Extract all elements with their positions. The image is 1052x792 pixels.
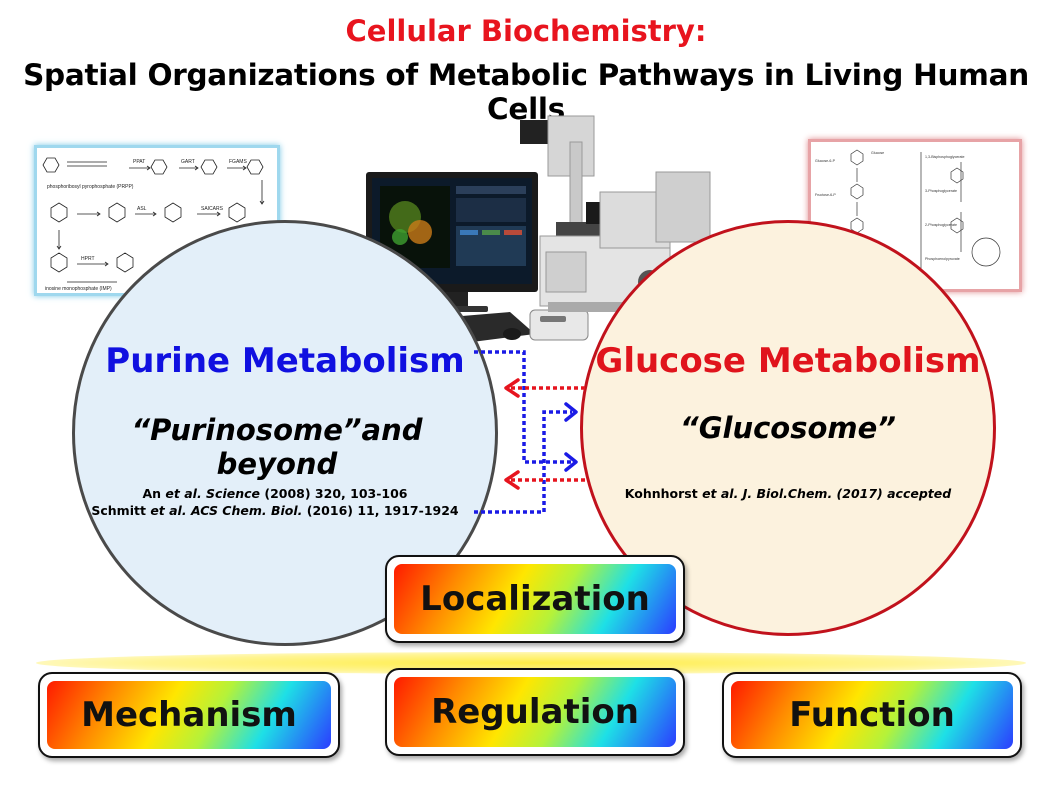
- glucose-title: Glucose Metabolism: [595, 341, 981, 381]
- mechanism-box: Mechanism: [38, 672, 340, 758]
- regulation-box: Regulation: [385, 668, 685, 756]
- localization-box: Localization: [385, 555, 685, 643]
- purine-subtitle: “Purinosome”and beyond: [131, 413, 423, 481]
- svg-text:Glucose-6-P: Glucose-6-P: [815, 159, 836, 163]
- regulation-label: Regulation: [394, 677, 676, 747]
- purine-title: Purine Metabolism: [105, 341, 465, 381]
- purine-scheme-drawing: phosphoribosyl pyrophosphate (PRPP) PPAT…: [42, 157, 265, 292]
- microscope-workstation-icon: [360, 112, 720, 357]
- svg-text:FGAMS: FGAMS: [229, 159, 247, 165]
- svg-text:PPAT: PPAT: [133, 159, 145, 165]
- svg-text:HPRT: HPRT: [81, 256, 95, 262]
- svg-text:Phosphoenolpyruvate: Phosphoenolpyruvate: [925, 257, 960, 261]
- glow-band: [36, 652, 1026, 674]
- svg-text:ASL: ASL: [137, 206, 147, 212]
- mechanism-label: Mechanism: [47, 681, 331, 749]
- svg-text:1,3-Bisphosphoglycerate: 1,3-Bisphosphoglycerate: [925, 155, 965, 159]
- svg-text:GART: GART: [181, 159, 195, 165]
- function-box: Function: [722, 672, 1022, 758]
- function-label: Function: [731, 681, 1013, 749]
- svg-text:inosine monophosphate (IMP): inosine monophosphate (IMP): [45, 286, 112, 292]
- title-line-1: Cellular Biochemistry:: [345, 14, 707, 48]
- purine-reference-1: An et al. Science (2008) 320, 103-106: [142, 486, 408, 501]
- glucose-subtitle: “Glucosome”: [680, 411, 896, 445]
- controller-box: [529, 309, 589, 341]
- connection-arrows: [474, 350, 585, 514]
- purine-reference-2: Schmitt et al. ACS Chem. Biol. (2016) 11…: [91, 503, 459, 518]
- title-line-2: Spatial Organizations of Metabolic Pathw…: [23, 58, 1029, 126]
- svg-text:Glucose: Glucose: [871, 151, 884, 155]
- svg-text:2-Phosphoglycerate: 2-Phosphoglycerate: [925, 223, 957, 227]
- blue-arrow-lower: [474, 410, 572, 514]
- blue-arrow-upper: [474, 350, 572, 464]
- purine-metabolism-circle: Purine Metabolism “Purinosome”and beyond…: [72, 220, 498, 646]
- svg-text:Fructose-6-P: Fructose-6-P: [815, 193, 836, 197]
- mouse: [503, 328, 521, 340]
- localization-label: Localization: [394, 564, 676, 634]
- svg-text:SAICARS: SAICARS: [201, 206, 224, 212]
- svg-text:3-Phosphoglycerate: 3-Phosphoglycerate: [925, 189, 957, 193]
- glucose-reference: Kohnhorst et al. J. Biol.Chem. (2017) ac…: [624, 486, 952, 501]
- svg-text:phosphoribosyl pyrophosphate (: phosphoribosyl pyrophosphate (PRPP): [47, 184, 134, 190]
